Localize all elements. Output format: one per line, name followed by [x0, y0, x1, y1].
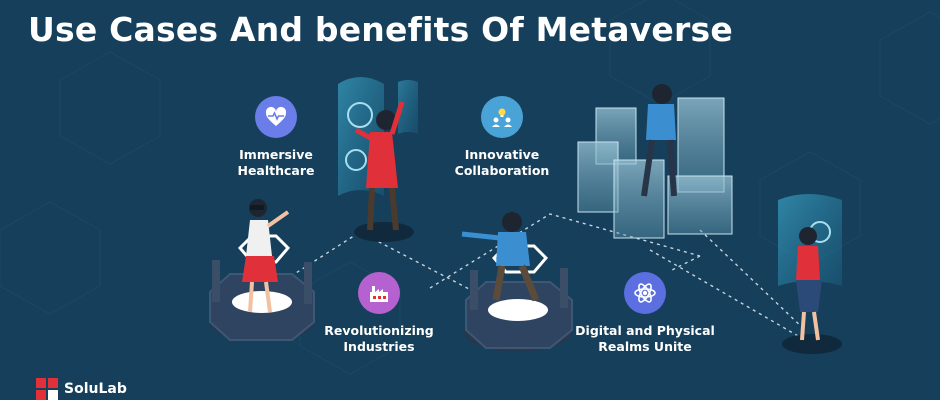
center-vr-platform: [461, 212, 573, 352]
lightbulb-team-icon: [481, 96, 523, 138]
atom-icon: [624, 272, 666, 314]
feature-innovative-collaboration: Innovative Collaboration: [417, 96, 587, 179]
heart-pulse-icon: [255, 96, 297, 138]
feature-label: Revolutionizing Industries: [324, 323, 434, 354]
feature-revolutionizing-industries: Revolutionizing Industries: [294, 272, 464, 355]
hex-pattern: [0, 0, 940, 375]
brand-name: SoluLab: [64, 381, 127, 397]
page-title: Use Cases And benefits Of Metaverse: [28, 10, 733, 49]
left-vr-platform: [209, 199, 315, 342]
factory-icon: [358, 272, 400, 314]
feature-immersive-healthcare: Immersive Healthcare: [191, 96, 361, 179]
solulab-logo-icon: [36, 378, 58, 400]
healthcare-hologram: [338, 77, 418, 242]
right-hologram: [778, 194, 842, 354]
glass-cubes: [577, 84, 733, 239]
feature-digital-physical-realms: Digital and Physical Realms Unite: [560, 272, 730, 355]
feature-label: Innovative Collaboration: [454, 147, 550, 178]
feature-label: Immersive Healthcare: [237, 147, 315, 178]
feature-label: Digital and Physical Realms Unite: [575, 323, 715, 354]
dashed-connectors: [284, 213, 806, 341]
brand: SoluLab: [36, 378, 127, 400]
